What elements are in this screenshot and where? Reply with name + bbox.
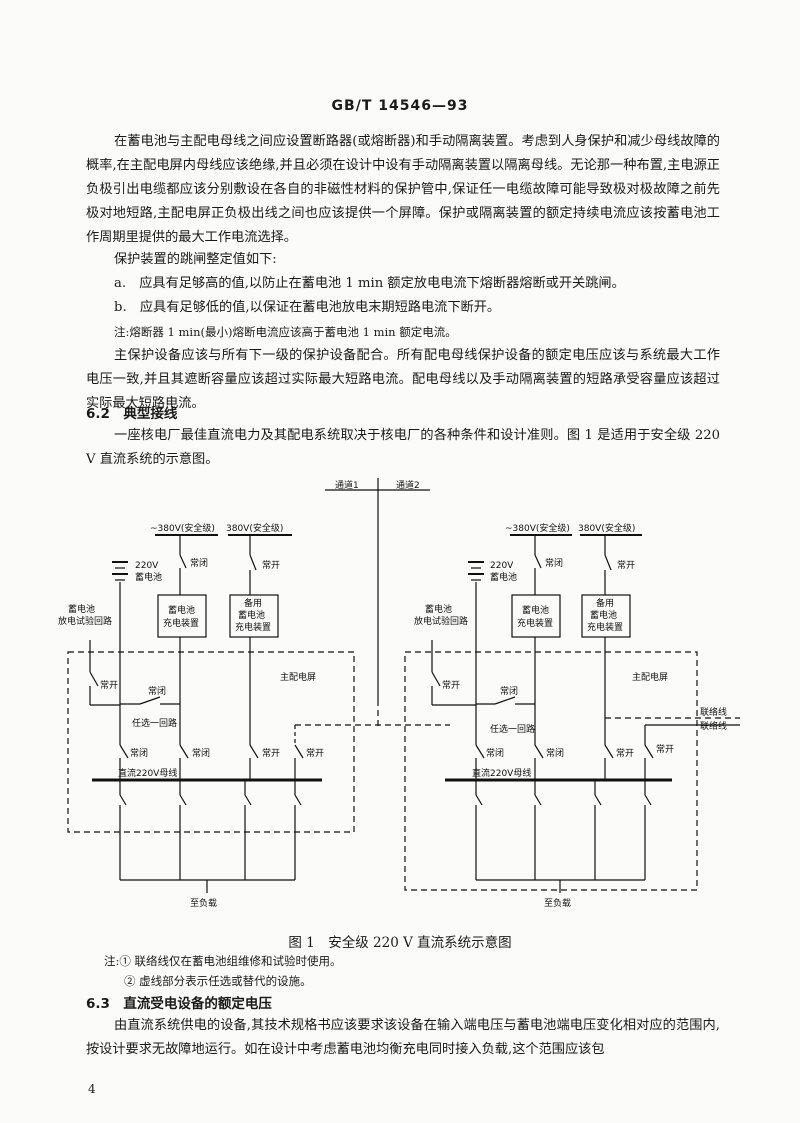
switch-nc-label: 常闭 <box>192 747 210 759</box>
switch-nc-label: 常闭 <box>190 557 208 569</box>
figure-note-1: 注:① 联络线仅在蓄电池组维修和试验时使用。 <box>104 954 342 968</box>
switch-nc-label: 常闭 <box>500 685 518 697</box>
battery-label: 蓄电池 <box>490 571 517 583</box>
bus-label: 直流220V母线 <box>118 767 177 779</box>
paragraph-rated-voltage: 由直流系统供电的设备,其技术规格书应该要求该设备在输入端电压与蓄电池端电压变化相… <box>86 1018 720 1057</box>
list-item-b: b. 应具有足够低的值,以保证在蓄电池放电末期短路电流下断开。 <box>114 300 501 315</box>
spare-label-1: 备用 <box>596 597 614 609</box>
switch-no-label: 常开 <box>617 559 635 571</box>
spare-label-3: 充电装置 <box>587 621 623 633</box>
figure-caption: 图 1 安全级 220 V 直流系统示意图 <box>288 935 512 951</box>
spare-label-1: 备用 <box>244 597 262 609</box>
main-panel-label: 主配电屏 <box>632 671 668 683</box>
spare-label-2: 蓄电池 <box>590 609 617 621</box>
battery-voltage: 220V <box>135 561 159 571</box>
switch-no-label: 常开 <box>616 747 634 759</box>
spare-label-2: 蓄电池 <box>238 609 265 621</box>
battery-label: 蓄电池 <box>135 571 162 583</box>
discharge-label-2: 放电试验回路 <box>414 615 468 627</box>
ac-source-label-2: 380V(安全级) <box>578 522 635 534</box>
ac-source-label-1: ~380V(安全级) <box>505 522 570 534</box>
charger-label-1: 蓄电池 <box>168 604 195 616</box>
figure-note-2: ② 虚线部分表示任选或替代的设施。 <box>124 974 312 988</box>
optional-circuit-label: 任选一回路 <box>490 723 535 735</box>
paragraph-coordination: 主保护设备应该与所有下一级的保护设备配合。所有配电母线保护设备的额定电压应该与系… <box>86 348 720 411</box>
tie-line-label: 联络线 <box>700 706 727 718</box>
section-6-2-title: 6.2 典型接线 <box>86 406 178 422</box>
dc-system-diagram: 通道1 通道2 <box>58 478 740 909</box>
switch-no-label: 常开 <box>262 559 280 571</box>
switch-no-label: 常开 <box>442 679 460 691</box>
battery-voltage: 220V <box>490 561 514 571</box>
paragraph-breaker: 在蓄电池与主配电母线之间应设置断路器(或熔断器)和手动隔离装置。考虑到人身保护和… <box>86 134 720 245</box>
channel1-label: 通道1 <box>335 479 359 491</box>
paragraph-typical-wiring: 一座核电厂最佳直流电力及其配电系统取决于核电厂的各种条件和设计准则。图 1 是适… <box>86 428 720 467</box>
paragraph-trip-settings: 保护装置的跳闸整定值如下: <box>114 252 277 267</box>
switch-no-label: 常开 <box>656 743 674 755</box>
load-label: 至负载 <box>544 897 571 909</box>
page-number: 4 <box>88 1082 96 1096</box>
bus-label: 直流220V母线 <box>472 767 531 779</box>
switch-no-label: 常开 <box>100 679 118 691</box>
ac-source-label-1: ~380V(安全级) <box>150 522 215 534</box>
main-panel-label: 主配电屏 <box>280 671 316 683</box>
switch-nc-label: 常闭 <box>546 747 564 759</box>
channel2-label: 通道2 <box>396 479 420 491</box>
charger-label-2: 充电装置 <box>163 617 199 629</box>
discharge-label-1: 蓄电池 <box>425 603 452 615</box>
tie-line-label: 联络线 <box>700 720 727 732</box>
switch-nc-label: 常闭 <box>486 747 504 759</box>
switch-nc-label: 常闭 <box>545 557 563 569</box>
spare-label-3: 充电装置 <box>235 621 271 633</box>
section-6-3-title: 6.3 直流受电设备的额定电压 <box>86 996 272 1012</box>
charger-label-1: 蓄电池 <box>522 604 549 616</box>
switch-no-label: 常开 <box>262 747 280 759</box>
note-fuse: 注:熔断器 1 min(最小)熔断电流应该高于蓄电池 1 min 额定电流。 <box>114 325 457 339</box>
discharge-label-1: 蓄电池 <box>68 603 95 615</box>
optional-circuit-label: 任选一回路 <box>132 717 177 729</box>
ac-source-label-2: 380V(安全级) <box>226 522 283 534</box>
discharge-label-2: 放电试验回路 <box>58 615 112 627</box>
list-item-a: a. 应具有足够高的值,以防止在蓄电池 1 min 额定放电电流下熔断器熔断或开… <box>114 276 625 291</box>
charger-label-2: 充电装置 <box>517 617 553 629</box>
load-label: 至负载 <box>190 897 217 909</box>
switch-no-label: 常开 <box>306 747 324 759</box>
switch-nc-label: 常闭 <box>130 747 148 759</box>
switch-nc-label: 常闭 <box>148 685 166 697</box>
page-header: GB/T 14546—93 <box>331 98 469 114</box>
